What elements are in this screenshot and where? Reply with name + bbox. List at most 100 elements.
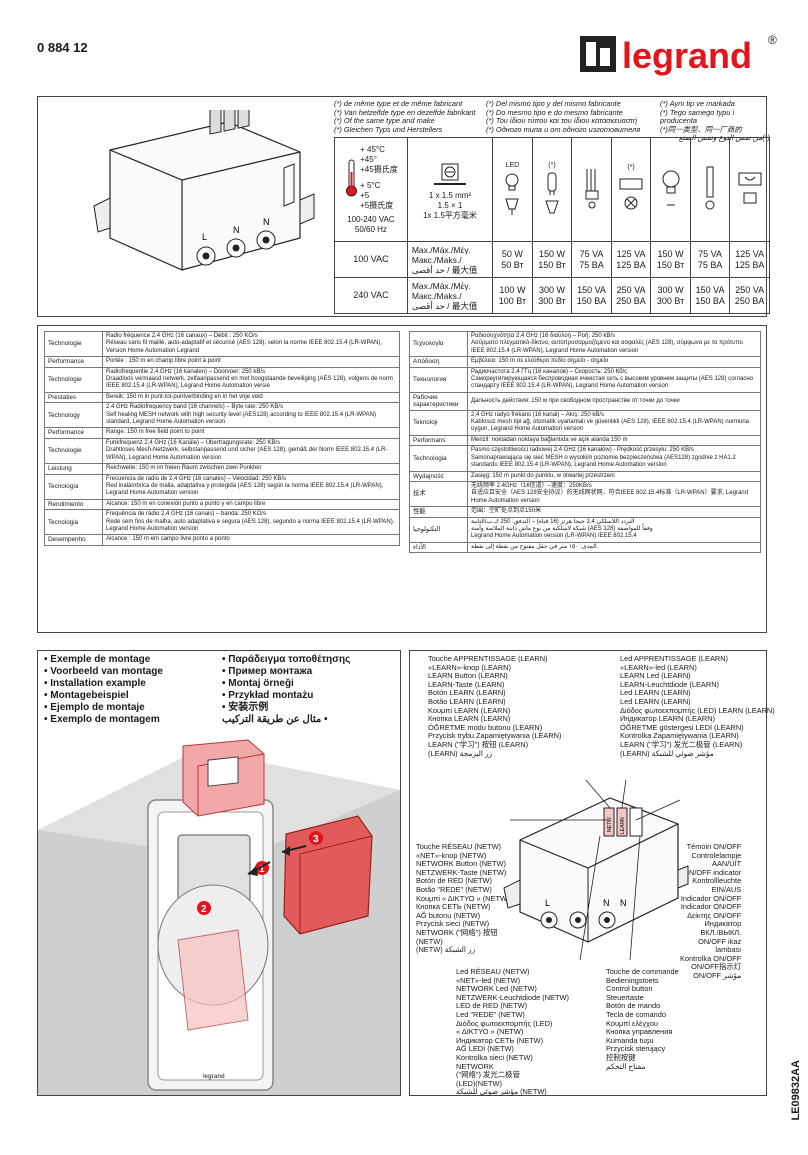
label-line: NETWORK Led (NETW) — [456, 984, 537, 994]
label-line: Kontrolka Zapamiętywania (LEARN) — [620, 731, 739, 741]
label-line: Botão "REDE" (NETW) — [416, 884, 492, 894]
note: (*) Del mismo tipo y del mismo fabricant… — [486, 99, 621, 108]
label-line: Led APPRENTISSAGE (LEARN) — [620, 654, 729, 663]
label-line: مفتاح التحكم — [606, 1061, 646, 1071]
halogen-lamp-icon — [545, 172, 559, 213]
mounting-title: • Παράδειγμα τοποθέτησης — [222, 654, 351, 665]
note: (*) Aynı tip ve markada — [660, 99, 735, 108]
rating-w: 250 VA — [735, 284, 765, 295]
label-line: ON/OFF ikaz — [698, 936, 742, 946]
mounting-title: • Przykład montażu — [222, 690, 314, 701]
spec-key: Performans — [409, 434, 468, 447]
rating-w-ru: 150 BA — [576, 295, 607, 306]
mounting-title: • Exemple de montage — [44, 654, 151, 665]
cfl-icon-cell — [571, 137, 612, 242]
label-line: EIN/AUS — [711, 884, 742, 894]
label-line: AĞ butonu (NETW) — [416, 910, 481, 920]
label-line: Témoin ON/OFF — [686, 842, 742, 851]
spec-key: Технология — [409, 366, 468, 393]
label-line: Кнопка LEARN (LEARN) — [428, 714, 511, 724]
note: (*) Van hetzelfde type en dezelfde fabri… — [334, 107, 476, 117]
spec-value: Frequência de rádio 2,4 GHz (16 canais) … — [102, 509, 400, 536]
label-line: Touche de commande — [606, 967, 679, 976]
rating-w-ru: 250 BA — [734, 295, 765, 306]
rating-w: 250 VA — [616, 284, 646, 295]
label-line: Kontrolka ON/OFF — [680, 953, 742, 963]
incandescent-icon-cell — [650, 137, 691, 242]
module-drawing: L N N — [93, 110, 315, 271]
rating-w: 300 W — [657, 284, 684, 295]
ferromagnetic-transformer-icon — [738, 172, 762, 204]
label-line: Διόδος φωτοεκπομπής (LED) LEARN (LEARN) — [620, 705, 775, 715]
rating-w: 150 W — [538, 248, 565, 259]
label-line: Indicador ON/OFF — [680, 902, 742, 912]
learn-button-labels: Touche APPRENTISSAGE (LEARN)«LEARN»-knop… — [428, 654, 561, 758]
label-line: Κουμπί LEARN (LEARN) — [428, 705, 511, 715]
led-bulb-icon — [505, 173, 520, 215]
label-line: NETZWERK-Taste (NETW) — [416, 867, 507, 877]
spec-value: Radiofrequentie 2,4 GHz (16 kanalen) – D… — [102, 366, 400, 393]
spec-key: Teknoloji — [409, 409, 468, 436]
spec-value: Ραδιοσυχνότητα 2,4 GHz (16 διαύλοι) – Ρο… — [467, 330, 761, 358]
max-label-cell: Max./Máx./Μέγ. Макс./Maks./ حد أقصى / 最大… — [406, 241, 494, 278]
spec-key: Tecnologia — [44, 509, 103, 536]
label-line: « ΔΙΚΤΥΟ » (NETW) — [456, 1027, 524, 1037]
supply-frequency: 50/60 Hz — [354, 224, 387, 234]
same-type-notes-1: (*) de même type et de même fabricant (*… — [334, 99, 482, 134]
plate-brand: legrand — [203, 1074, 225, 1080]
label-line: مؤشر ضوئي للشبكة (NETW) — [456, 1087, 547, 1097]
terminal-n1: N — [233, 225, 240, 235]
netw-led-labels: Led RÉSEAU (NETW)«NET»-led (NETW)NETWORK… — [456, 967, 569, 1097]
spec-value: Zasięg: 150 m punkt do punktu, w otwarte… — [467, 470, 761, 482]
spec-value: Bereik: 150 m in punt-tot-puntverbinding… — [102, 391, 400, 404]
compact-fluorescent-icon — [585, 169, 598, 209]
led-label: LED — [505, 161, 520, 169]
label-line: (LEARN) مؤشر ضوئي للشبكة — [620, 748, 714, 758]
mounting-title: • Voorbeeld van montage — [44, 666, 163, 677]
rating-w: 50 W — [501, 248, 523, 259]
label-line: Δείκτης ON/OFF — [687, 910, 742, 920]
rating-w-ru: 250 BA — [616, 295, 646, 306]
label-line: Kontrollleuchte — [692, 876, 742, 886]
rating-w-ru: 100 Вт — [498, 295, 527, 306]
load-ratings-table: + 45°C +45° +45摄氏度 + 5°C +5 +5摄氏度 100-24… — [334, 137, 770, 314]
label-line: Κουμπί « ΔΙΚΤΥΟ » (NETW) — [416, 893, 510, 903]
note: (*)同一类型、同一厂商的 — [660, 124, 742, 134]
rating-w-ru: 50 Вт — [501, 259, 524, 270]
note: (*) Tego samego typu i producenta — [660, 107, 735, 126]
same-type-notes-2: (*) Del mismo tipo y del mismo fabricant… — [486, 99, 656, 134]
spec-key: Απόδοση — [409, 356, 468, 368]
ferromagnetic-icon-cell — [729, 137, 770, 242]
spec-key: Technologie — [44, 330, 103, 358]
max-label: حد أقصى / 最大值 — [411, 300, 478, 311]
label-line: Controlelampje — [691, 850, 742, 860]
rating-w: 75 VA — [579, 248, 604, 259]
step-2: 2 — [201, 904, 207, 915]
spec-key: Performance — [44, 356, 103, 368]
label-line: NETWORK ("网络") 按钮 — [416, 927, 498, 937]
label-line: Przycisk sieci (NETW) — [416, 919, 490, 929]
label-line: ON/OFF指示灯 — [691, 962, 742, 972]
note: (*) Do mesmo tipo e do mesmo fabricante — [486, 107, 623, 117]
mounting-title: • Ejemplo de montaje — [44, 702, 145, 713]
label-line: (LED)(NETW) — [456, 1078, 502, 1088]
label-line: LED de RED (NETW) — [456, 1001, 528, 1011]
label-line: AAN/UIT — [712, 859, 742, 869]
legrand-logo: legrand ® — [580, 33, 777, 76]
spec-value: 2.4 GHz Radiofrequency band (16 channels… — [102, 402, 400, 429]
screw-terminal-icon — [434, 163, 466, 185]
